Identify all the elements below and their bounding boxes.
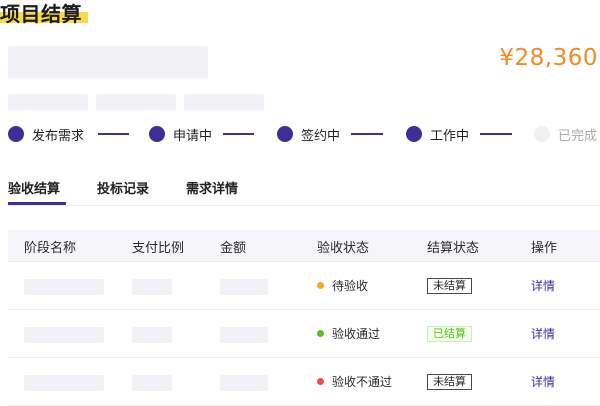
- settlement-status-badge: 已结算: [427, 326, 472, 342]
- step-completed: 已完成: [534, 122, 597, 146]
- status-dot: [317, 330, 324, 337]
- status-dot: [317, 378, 324, 385]
- tab-bid-records[interactable]: 投标记录: [97, 182, 150, 197]
- stage-name-placeholder: [24, 327, 104, 343]
- step-label: 签约中: [301, 128, 341, 144]
- step-dot: [8, 126, 24, 142]
- status-dot: [317, 282, 324, 289]
- tab-acceptance-settlement[interactable]: 验收结算: [8, 182, 61, 197]
- detail-link[interactable]: 详情: [531, 375, 556, 389]
- step-label: 申请中: [173, 128, 213, 144]
- amount-placeholder: [220, 279, 268, 295]
- tab-bar: 验收结算 投标记录 需求详情: [8, 176, 600, 206]
- step-connector: [98, 133, 129, 135]
- settlement-status-badge: 未结算: [427, 278, 472, 294]
- step-label: 已完成: [558, 128, 598, 144]
- tab-requirement-details[interactable]: 需求详情: [186, 182, 239, 197]
- table-header: 阶段名称 支付比例 金额 验收状态 结算状态 操作: [8, 230, 600, 262]
- acceptance-status-text: 验收通过: [332, 327, 381, 341]
- detail-link[interactable]: 详情: [531, 327, 556, 341]
- acceptance-status: 验收不通过: [317, 373, 392, 390]
- acceptance-status-text: 待验收: [332, 279, 369, 293]
- table-row: 验收通过 已结算 详情: [8, 310, 600, 358]
- column-header-acceptance-status: 验收状态: [317, 241, 370, 256]
- active-tab-indicator: [8, 202, 66, 205]
- project-name-placeholder: [8, 46, 208, 78]
- title-highlight-bar: [0, 12, 88, 23]
- project-tag-placeholder: [184, 94, 264, 110]
- project-price: ¥28,360: [499, 45, 598, 71]
- project-tag-placeholder: [96, 94, 176, 110]
- acceptance-status: 验收通过: [317, 325, 380, 342]
- acceptance-status-text: 验收不通过: [332, 375, 393, 389]
- ratio-placeholder: [132, 375, 172, 391]
- step-dot: [534, 126, 550, 142]
- step-dot: [277, 126, 293, 142]
- page-title: 项目结算: [0, 2, 82, 26]
- amount-placeholder: [220, 327, 268, 343]
- step-applying: 申请中: [149, 122, 212, 146]
- table-row: 待验收 未结算 详情: [8, 262, 600, 310]
- step-working: 工作中: [406, 122, 469, 146]
- column-header-settlement-status: 结算状态: [427, 241, 480, 256]
- column-header-payment-ratio: 支付比例: [132, 241, 185, 256]
- column-header-actions: 操作: [531, 241, 558, 256]
- stage-name-placeholder: [24, 375, 104, 391]
- settlement-status-badge: 未结算: [427, 374, 472, 390]
- amount-placeholder: [220, 375, 268, 391]
- step-label: 工作中: [430, 128, 470, 144]
- step-dot: [149, 126, 165, 142]
- step-signing: 签约中: [277, 122, 340, 146]
- project-tag-placeholder: [8, 94, 88, 110]
- step-connector: [480, 133, 512, 135]
- detail-link[interactable]: 详情: [531, 279, 556, 293]
- ratio-placeholder: [132, 279, 172, 295]
- progress-steps: 发布需求 申请中 签约中 工作中 已完成: [8, 122, 600, 146]
- acceptance-status: 待验收: [317, 277, 368, 294]
- column-header-stage-name: 阶段名称: [24, 241, 77, 256]
- stage-name-placeholder: [24, 279, 104, 295]
- step-label: 发布需求: [32, 128, 85, 144]
- table-row: 验收不通过 未结算 详情: [8, 358, 600, 406]
- ratio-placeholder: [132, 327, 172, 343]
- step-connector: [223, 133, 254, 135]
- column-header-amount: 金额: [220, 241, 247, 256]
- step-connector: [351, 133, 383, 135]
- step-publish: 发布需求: [8, 122, 84, 146]
- step-dot: [406, 126, 422, 142]
